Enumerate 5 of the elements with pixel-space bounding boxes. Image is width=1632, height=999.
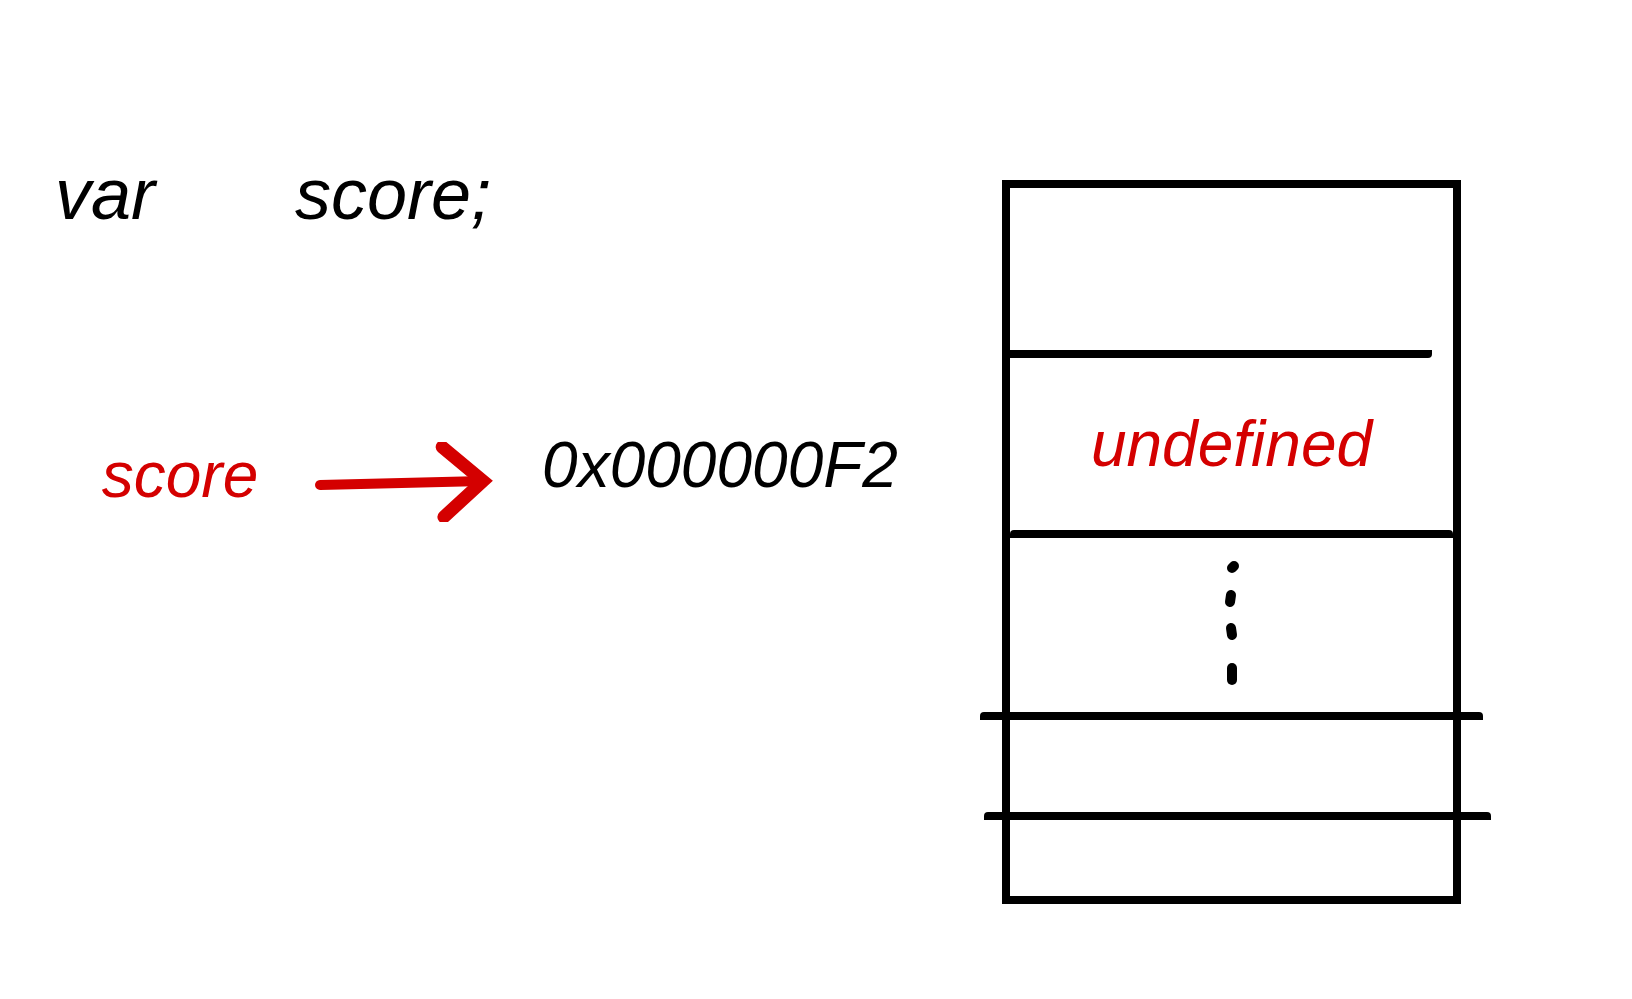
- arrow: [315, 440, 490, 524]
- address-text: 0x000000F2: [542, 433, 898, 497]
- cell-value: undefined: [1090, 412, 1373, 476]
- code-statement: var score;: [55, 153, 492, 236]
- variable-name: score: [101, 443, 259, 507]
